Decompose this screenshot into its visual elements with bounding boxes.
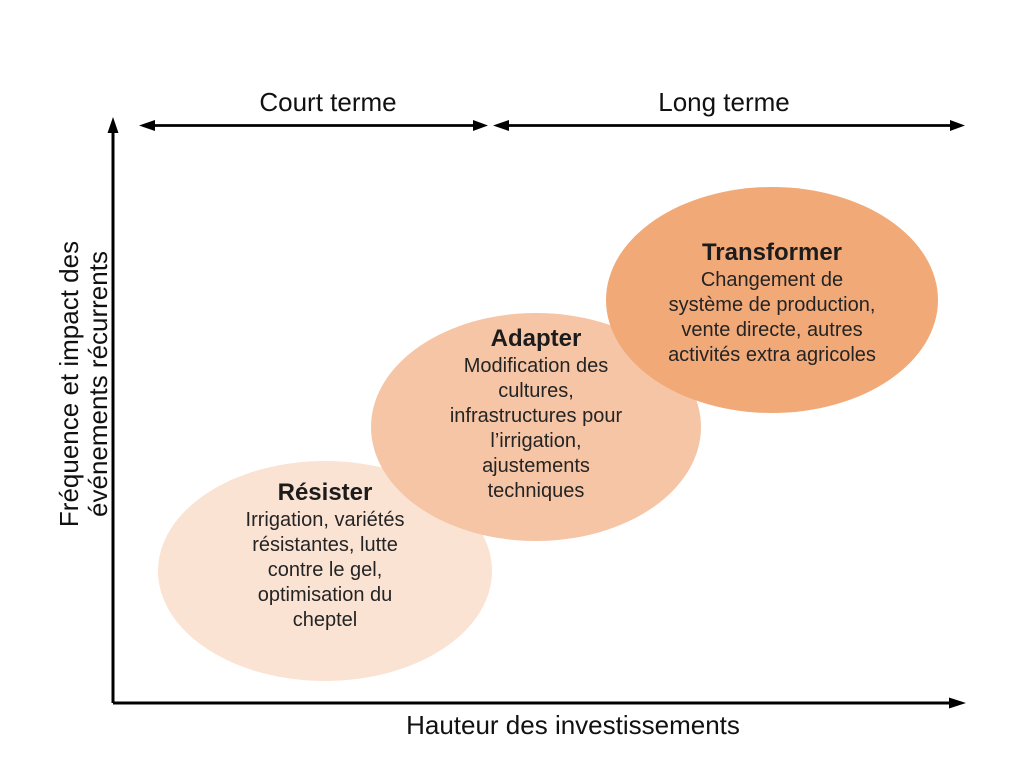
transformer-ellipse: Transformer Changement de système de pro… — [606, 187, 938, 413]
x-axis-arrow — [113, 697, 966, 709]
adapter-text: Adapter Modification des cultures, infra… — [450, 324, 622, 504]
resister-description: Irrigation, variétés résistantes, lutte … — [245, 508, 405, 631]
transformer-description: Changement de système de production, ven… — [668, 269, 876, 366]
court-terme-label: Court terme — [259, 87, 397, 117]
transformer-text: Transformer Changement de système de pro… — [668, 238, 876, 368]
court-terme-arrow — [139, 120, 488, 131]
long-terme-arrow — [493, 120, 965, 131]
resister-text: Résister Irrigation, variétés résistante… — [246, 478, 405, 633]
y-axis-label: Fréquence et impact des événements récur… — [54, 240, 113, 528]
resister-title: Résister — [277, 478, 373, 506]
transformer-title: Transformer — [701, 239, 843, 266]
x-axis-label: Hauteur des investissements — [406, 710, 740, 740]
long-terme-label: Long terme — [658, 87, 790, 117]
y-axis-arrow — [107, 117, 119, 703]
adapter-title: Adapter — [490, 325, 582, 352]
adapter-description: Modification des cultures, infrastructur… — [449, 355, 623, 502]
